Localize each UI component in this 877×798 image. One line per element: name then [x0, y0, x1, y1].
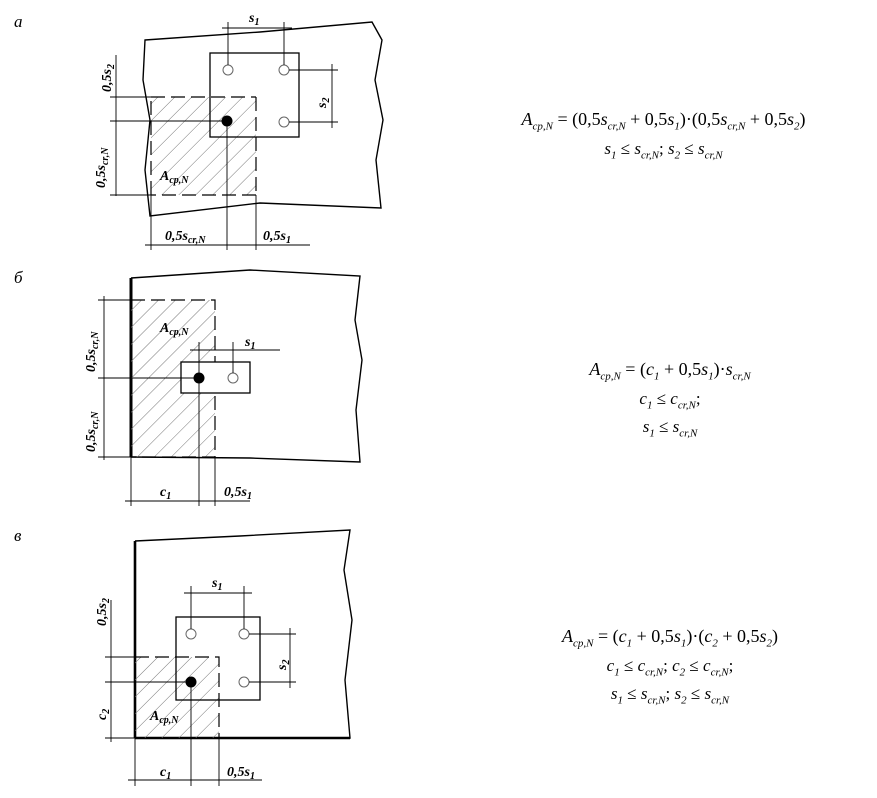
panel-a-anchor-2 [278, 64, 290, 76]
panel-letter-b: б [14, 268, 23, 287]
panel-letter-a: а [14, 12, 23, 31]
formula-b: Acp,N = (c1 + 0,5s1)·scr,N c1 ≤ ccr,N; s… [520, 358, 820, 444]
svg-text:0,5s1: 0,5s1 [263, 229, 291, 246]
panel-v-anchor-1 [185, 628, 197, 640]
svg-text:c2: c2 [95, 709, 112, 720]
panel-v-hatched-area [135, 657, 219, 738]
formula-v-line2: c1 ≤ ccr,N; c2 ≤ ccr,N; [606, 655, 734, 678]
panel-a-drawing: s1 s2 0,5s2 0,5scr,N Acp,N 0,5scr,N 0,5s… [94, 11, 384, 250]
panel-b-anchor-plate [180, 361, 251, 394]
panel-a-anchor-plate [209, 52, 300, 138]
panel-v-anchor-main [185, 676, 197, 688]
panel-a-slab [142, 21, 384, 217]
svg-text:0,5s2: 0,5s2 [95, 598, 112, 626]
panel-a-anchor-1 [222, 64, 234, 76]
svg-text:s2: s2 [315, 98, 332, 109]
panel-a-anchor-3 [278, 116, 290, 128]
svg-text:c1: c1 [160, 765, 171, 782]
formula-a: Acp,N = (0,5scr,N + 0,5s1)·(0,5scr,N + 0… [450, 108, 877, 166]
svg-text:s2: s2 [275, 660, 292, 671]
panel-v-anchor-3 [238, 676, 250, 688]
panel-a-anchor-main [221, 115, 233, 127]
formula-b-line3: s1 ≤ scr,N [642, 416, 698, 440]
panel-b-slab [130, 269, 363, 463]
formula-v-line1: Acp,N = (c1 + 0,5s1)·(c2 + 0,5s2) [562, 626, 778, 650]
panel-v-anchor-plate [175, 616, 261, 701]
svg-text:0,5scr,N: 0,5scr,N [165, 229, 206, 246]
panel-b-anchor-main [193, 372, 205, 384]
panel-v-slab [134, 529, 353, 739]
formula-b-line2: c1 ≤ ccr,N; [639, 388, 701, 411]
svg-text:s1: s1 [211, 576, 222, 593]
svg-text:0,5s1: 0,5s1 [224, 485, 252, 502]
formula-b-line1: Acp,N = (c1 + 0,5s1)·scr,N [589, 359, 751, 383]
panel-v-drawing: s1 s2 0,5s2 c2 Acp,N c1 0,5s1 [95, 529, 353, 786]
svg-text:Acp,N: Acp,N [149, 709, 179, 726]
svg-text:s1: s1 [244, 335, 255, 352]
svg-text:0,5s2: 0,5s2 [100, 64, 117, 92]
formula-a-line1: Acp,N = (0,5scr,N + 0,5s1)·(0,5scr,N + 0… [521, 109, 806, 133]
svg-text:s1: s1 [248, 11, 259, 28]
svg-text:0,5scr,N: 0,5scr,N [84, 411, 101, 452]
svg-text:0,5s1: 0,5s1 [227, 765, 255, 782]
panel-letter-v: в [14, 526, 22, 545]
svg-text:0,5scr,N: 0,5scr,N [94, 147, 111, 188]
svg-text:Acp,N: Acp,N [159, 321, 189, 338]
panel-a-hatched-area [151, 97, 256, 195]
svg-text:Acp,N: Acp,N [159, 169, 189, 186]
panel-v-anchor-2 [238, 628, 250, 640]
formula-v: Acp,N = (c1 + 0,5s1)·(c2 + 0,5s2) c1 ≤ c… [500, 625, 840, 711]
svg-text:c1: c1 [160, 485, 171, 502]
formula-a-line2: s1 ≤ scr,N; s2 ≤ scr,N [604, 138, 723, 161]
formula-v-line3: s1 ≤ scr,N; s2 ≤ scr,N [610, 683, 730, 707]
svg-text:0,5scr,N: 0,5scr,N [84, 331, 101, 372]
panel-b-anchor-2 [227, 372, 239, 384]
panel-b-drawing: Acp,N s1 0,5scr,N 0,5scr,N c1 0,5s1 [84, 269, 363, 506]
